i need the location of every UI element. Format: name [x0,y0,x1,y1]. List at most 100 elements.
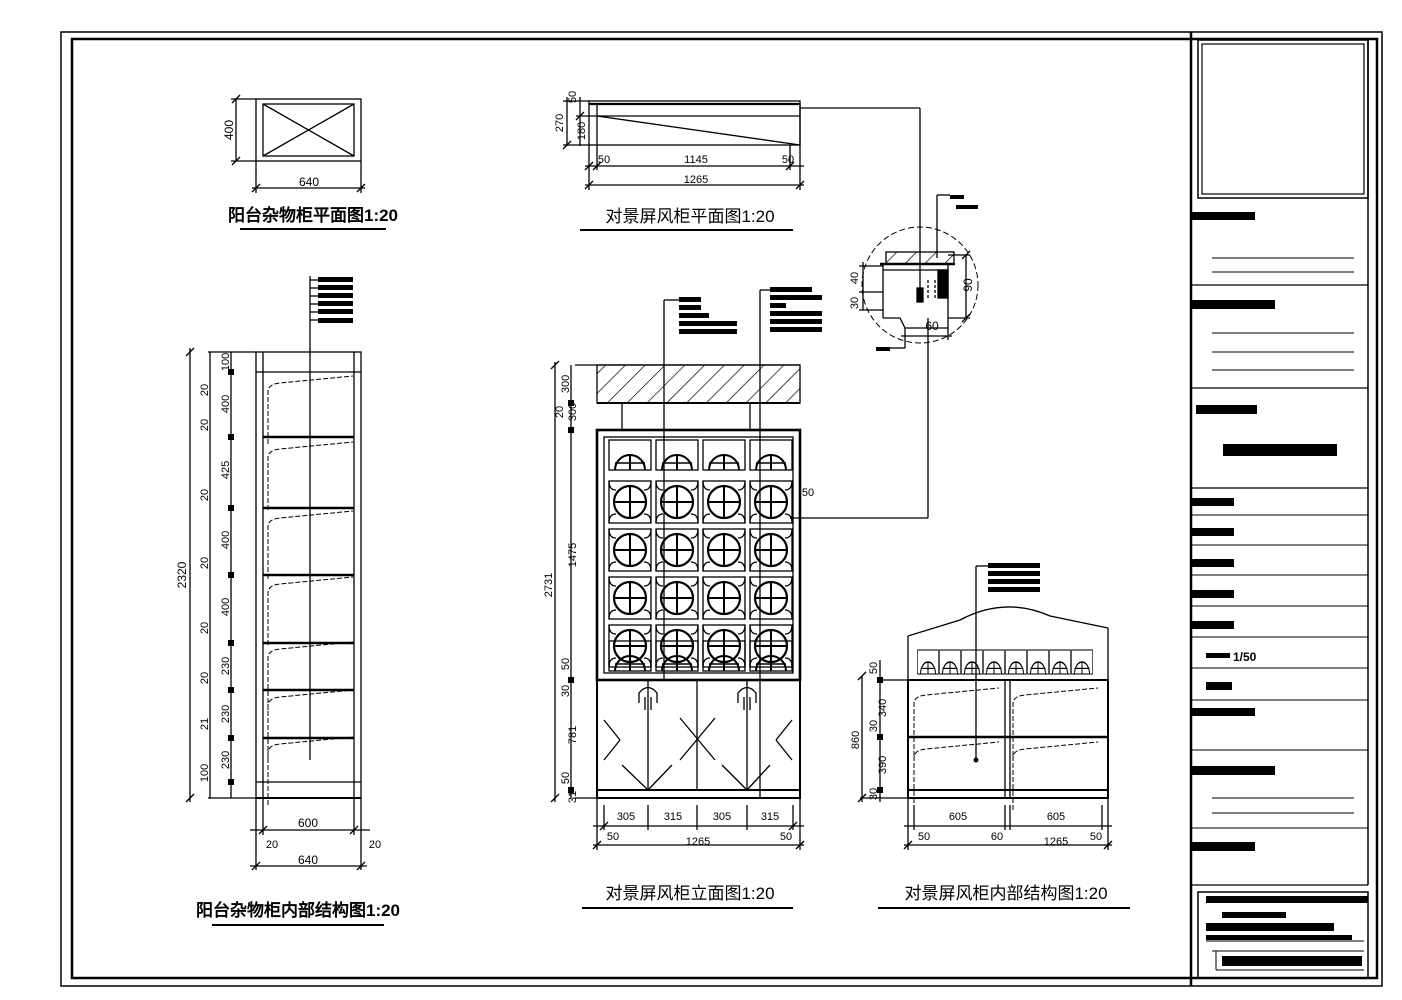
lattice-half-cell [749,439,793,471]
screen-elevation-ticks [568,400,574,793]
screen-elev-chain-8: 50 [560,772,572,784]
tall-left-chain-2: 20 [199,419,211,431]
section-detail [790,194,979,519]
lattice-cell [654,479,700,525]
tall-right-chain-1: 100 [220,353,232,371]
detail-side-label: 30 [849,297,861,309]
inner-border [70,37,1379,980]
internal-label-blurs [988,563,1040,592]
tall-right-chain-7: 230 [220,705,232,723]
screen-elev-chain-3: 300 [567,403,579,421]
screen-plan-title: 对景屏风柜平面图1:20 [605,207,774,226]
lattice-cell [748,479,794,525]
internal-overall-width: 1265 [1044,836,1068,848]
screen-lattice [607,439,794,672]
screen-elev-door-2: 315 [664,811,682,823]
screen-plan [562,97,921,255]
internal-lattice-cell [1004,649,1028,675]
lattice-cell [607,527,653,573]
title-block [1189,32,1369,986]
tall-left-chain-4: 20 [199,557,211,569]
lattice-cell [607,479,653,525]
internal-lattice-cell [982,649,1006,675]
detail-depth-label: 60 [925,319,939,333]
tall-right-chain-2: 400 [220,395,232,413]
tall-left-chain-7: 21 [199,718,211,730]
internal-chain-2: 340 [877,699,889,717]
screen-elev-chain-4: 1475 [567,543,579,567]
screen-elev-side-right: 50 [780,831,792,843]
scale-value: 1/50 [1233,650,1257,664]
tall-cabinet [185,276,370,871]
lattice-cell [701,575,747,621]
screen-plan-depth-outer-label: 270 [554,114,566,132]
screen-elev-door-4: 315 [761,811,779,823]
screen-elev-chain-2: 20 [554,406,566,418]
internal-side-left: 50 [918,831,930,843]
internal-lattice-cell [1070,649,1094,675]
detail-label-blur-3 [876,347,890,351]
lattice-cell [701,527,747,573]
screen-internal [857,565,1113,850]
internal-lattice-cell [916,649,940,675]
tall-cabinet-ticks [228,369,234,785]
internal-chain-1: 50 [868,662,880,674]
lattice-cell [654,575,700,621]
lattice-cell [748,527,794,573]
detail-label-blur-1 [950,195,964,199]
tall-left-chain-5: 20 [199,622,211,634]
internal-bay-1: 605 [949,811,967,823]
outer-border [60,31,1383,987]
tall-left-chain-6: 20 [199,672,211,684]
lattice-cell [701,479,747,525]
screen-elev-chain-1: 300 [560,375,572,393]
screen-elev-side-left: 50 [607,831,619,843]
screen-plan-top-edge-label: 50 [567,91,579,103]
internal-lattice-cell [960,649,984,675]
lattice-half-cell [655,439,699,471]
tall-right-chain-6: 230 [220,657,232,675]
small-plan-depth-label: 400 [222,120,236,140]
internal-chain-3: 30 [868,720,880,732]
screen-plan-right-edge-label: 50 [782,154,794,166]
internal-center-point [973,757,979,763]
internal-lattice-cell [938,649,962,675]
screen-elev-chain-7: 781 [567,726,579,744]
internal-ticks [877,677,883,793]
tall-right-side-label: 20 [369,839,381,851]
tall-outer-width-label: 640 [298,853,318,867]
screen-elev-side-mark: 50 [802,487,814,499]
tall-left-chain-1: 20 [199,384,211,396]
internal-chain-4: 390 [877,756,889,774]
screen-elev-chain-6: 30 [560,685,572,697]
internal-overall-height: 860 [850,731,862,749]
tall-left-chain-3: 20 [199,489,211,501]
screen-elev-door-3: 305 [713,811,731,823]
internal-lattice [916,649,1094,675]
lattice-cell [654,527,700,573]
title-block-blurred-labels [1191,212,1368,966]
tall-right-chain-8: 230 [220,751,232,769]
tall-cabinet-title: 阳台杂物柜内部结构图1:20 [196,900,400,920]
screen-plan-left-edge-label: 50 [598,154,610,166]
screen-elevation [550,289,805,850]
internal-lattice-cell [1048,649,1072,675]
tall-left-side-label: 20 [266,839,278,851]
internal-side-right: 50 [1090,831,1102,843]
lattice-cell [607,575,653,621]
tall-right-chain-3: 425 [220,461,232,479]
small-plan-width-label: 640 [299,175,319,189]
tall-left-chain-8: 100 [199,764,211,782]
lattice-half-cell [608,439,652,471]
tall-right-chain-5: 400 [220,598,232,616]
internal-bay-2: 605 [1047,811,1065,823]
detail-label-blur-2 [956,205,978,209]
tall-inner-width-label: 600 [298,816,318,830]
detail-height-label: 90 [961,278,975,292]
internal-middle: 60 [991,831,1003,843]
screen-plan-depth-inner-label: 180 [576,122,588,140]
tall-cabinet-label-blurs [318,277,353,323]
screen-elev-door-1: 305 [617,811,635,823]
screen-internal-title: 对景屏风柜内部结构图1:20 [904,884,1107,903]
